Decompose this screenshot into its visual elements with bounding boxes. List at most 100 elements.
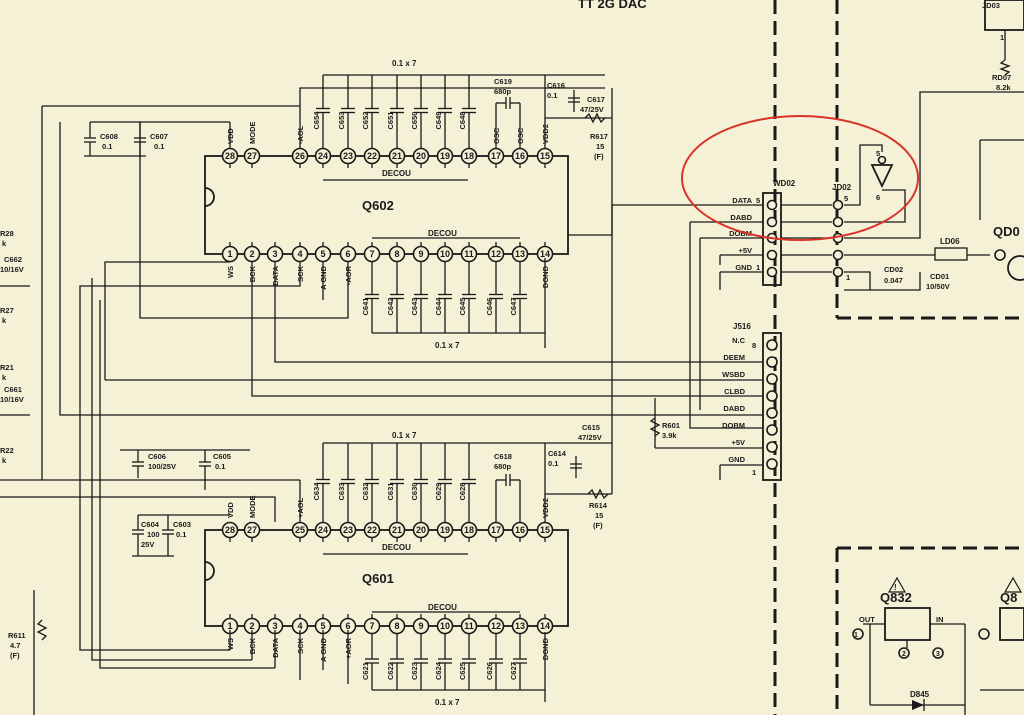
- j516-label: J516: [733, 322, 751, 331]
- q601-pin-number: 10: [440, 621, 450, 631]
- r611-symbol: [36, 619, 48, 641]
- q832-pin3: 3: [936, 651, 940, 658]
- q601-pin-number: 7: [369, 621, 374, 631]
- c662-value: 10/16V: [0, 265, 24, 274]
- q602-cap-label: C647: [509, 298, 518, 316]
- wd02-pin: [766, 216, 778, 228]
- q601-pin-number: 5: [320, 621, 325, 631]
- wd02-pin: [766, 249, 778, 261]
- c617-label: C617: [587, 95, 605, 104]
- svg-text:!: !: [894, 583, 897, 592]
- r22-value: k: [2, 456, 7, 465]
- q601-cap-label: C624: [434, 661, 443, 680]
- cd02-label: CD02: [884, 265, 903, 274]
- q601-pin-number: 14: [540, 621, 550, 631]
- r27-value: k: [2, 316, 7, 325]
- q602-pin-number: 26: [295, 151, 305, 161]
- c606-label: C606: [148, 452, 166, 461]
- jd02-pin: [832, 266, 844, 278]
- wd02-signal-label: +5V: [738, 246, 752, 255]
- q602-pin-number: 9: [418, 249, 423, 259]
- r614-label: R614: [589, 501, 608, 510]
- q601-cap-label: C632: [361, 483, 370, 501]
- wd02-signal-label: GND: [735, 263, 752, 272]
- c608-label: C608: [100, 132, 118, 141]
- j516-signal-label: N.C: [732, 336, 746, 345]
- q602-cap-label: C642: [386, 298, 395, 316]
- r614-tol: (F): [593, 521, 603, 530]
- q602-pin-number: 17: [491, 151, 501, 161]
- q601-pin-number: 1: [227, 621, 232, 631]
- q602-pin-number: 11: [464, 249, 474, 259]
- c618-label: C618: [494, 452, 512, 461]
- q602-pin-number: 2: [249, 249, 254, 259]
- q602-cap-bank-top: 0.1 x 7: [392, 59, 417, 68]
- q832-body: [884, 607, 931, 641]
- c603-label: C603: [173, 520, 191, 529]
- c619-value: 680p: [494, 87, 512, 96]
- q602-label: Q602: [362, 198, 394, 213]
- c608-value: 0.1: [102, 142, 112, 151]
- jd02-pin-bottom: 1: [846, 273, 850, 282]
- c661-value: 10/16V: [0, 395, 24, 404]
- q602-cap-label: C650: [410, 112, 419, 130]
- j516-signal-label: DABD: [723, 404, 745, 413]
- q601-pin-number: 6: [345, 621, 350, 631]
- c619-label: C619: [494, 77, 512, 86]
- q602-pin-number: 24: [318, 151, 328, 161]
- q602-pin-number: 19: [440, 151, 450, 161]
- r601-label: R601: [662, 421, 680, 430]
- j516-pin: [766, 441, 778, 453]
- c616-value: 0.1: [547, 91, 557, 100]
- q601-cap-label: C621: [361, 662, 370, 680]
- q601-pin-number: 17: [491, 525, 501, 535]
- q602-cap-label: C654: [312, 111, 321, 130]
- q601-cap-label: C634: [312, 482, 321, 501]
- q602-decou-top: DECOU: [382, 169, 411, 178]
- q602-pin-number: 13: [515, 249, 525, 259]
- q602-cap-label: C645: [458, 298, 467, 316]
- q832-out: OUT: [859, 615, 875, 624]
- d845-label: D845: [910, 690, 930, 699]
- c605-label: C605: [213, 452, 231, 461]
- q601-pin-number: 20: [416, 525, 426, 535]
- q602-pin-number: 14: [540, 249, 550, 259]
- jd02-pin-top: 5: [844, 194, 848, 203]
- q601-pin-number: 25: [295, 525, 305, 535]
- c662-label: C662: [4, 255, 22, 264]
- jd02-pin: [832, 216, 844, 228]
- q832-pin2: 2: [902, 651, 906, 658]
- c661-label: C661: [4, 385, 22, 394]
- q601-pin-number: 2: [249, 621, 254, 631]
- q601-pin-label: MODE: [248, 496, 257, 519]
- q601-cap-bank-bottom: 0.1 x 7: [435, 698, 460, 707]
- q602-pin-number: 28: [225, 151, 235, 161]
- q601-pin-number: 21: [392, 525, 402, 535]
- q602-notch: [204, 187, 215, 207]
- j516-pin-bottom: 1: [752, 468, 756, 477]
- r28-value: k: [2, 239, 7, 248]
- wd02-signal-label: DOBM: [729, 229, 752, 238]
- r611-label: R611: [8, 631, 26, 640]
- q602-pin-number: 8: [394, 249, 399, 259]
- jd02-label: JD02: [832, 183, 852, 192]
- highlight-ellipse: [681, 115, 919, 241]
- q602-cap-label: C648: [458, 112, 467, 130]
- qd0-label: QD0: [993, 224, 1020, 239]
- warning-icon: [887, 576, 907, 593]
- q601-decou-top: DECOU: [382, 543, 411, 552]
- q601-cap-bank-top: 0.1 x 7: [392, 431, 417, 440]
- q602-pin-number: 10: [440, 249, 450, 259]
- q602-pin-number: 15: [540, 151, 550, 161]
- j516-signal-label: +5V: [731, 438, 745, 447]
- r617-tol: (F): [594, 152, 604, 161]
- q602-pin-number: 18: [464, 151, 474, 161]
- wd02-pin-number: 1: [756, 263, 760, 272]
- j516-signal-label: CLBD: [724, 387, 745, 396]
- r611-value: 4.7: [10, 641, 20, 650]
- r21-value: k: [2, 373, 7, 382]
- j516-pin: [766, 373, 778, 385]
- c605-value: 0.1: [215, 462, 225, 471]
